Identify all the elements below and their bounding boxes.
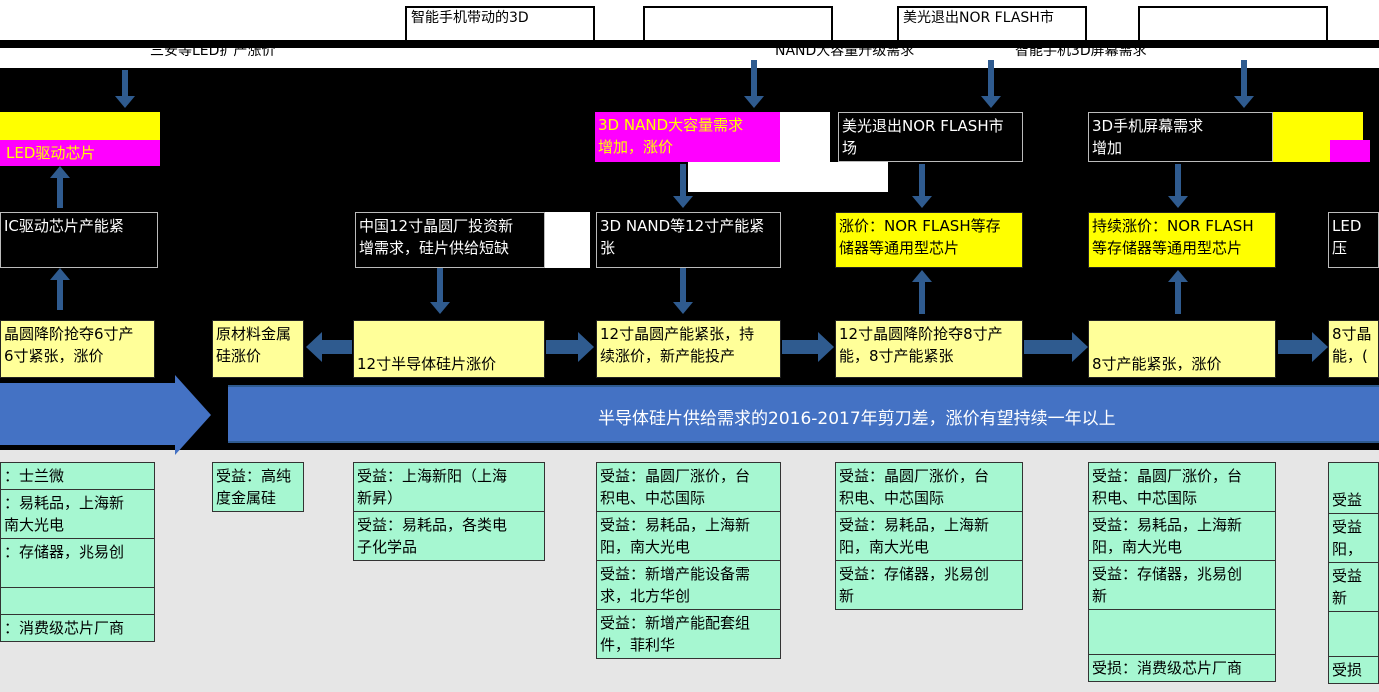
top-line-nand: NAND大容量升级需求 bbox=[775, 43, 915, 59]
top-line-led-expansion: 三安等LED扩产涨价 bbox=[150, 43, 276, 59]
screen-demand-box: 3D手机屏幕需求 增加 bbox=[1088, 112, 1273, 162]
benefit-item: 受益：晶圆厂涨价，台 积电、中芯国际 bbox=[1089, 463, 1275, 512]
12inch-wafer-price-box: 12寸半导体硅片涨价 bbox=[353, 320, 545, 378]
benefits-col-0: ：士兰微 ：易耗品，上海新 南大光电 ：存储器，兆易创 ：消费级芯片厂商 bbox=[0, 462, 155, 642]
benefits-col-2: 受益：上海新阳（上海 新昇） 受益：易耗品，各类电 子化学品 bbox=[353, 462, 545, 561]
big-left-arrow-body bbox=[0, 383, 175, 445]
benefit-item: 受益 bbox=[1329, 463, 1378, 514]
arrow-right-capacity bbox=[782, 332, 834, 362]
benefits-col-1: 受益：高纯 度金属硅 bbox=[212, 462, 304, 512]
benefit-item: 受益：上海新阳（上海 新昇） bbox=[354, 463, 544, 512]
metal-silicon-box: 原材料金属 硅涨价 bbox=[212, 320, 304, 378]
benefit-item: 受损：消费级芯片厂商 bbox=[1092, 659, 1243, 677]
benefits-col-6: 受益 受益 阳， 受益 新 受损 bbox=[1328, 462, 1379, 684]
12inch-capacity-tight-box: 12寸晶圆产能紧张，持 续涨价，新产能投产 bbox=[596, 320, 781, 378]
arrow-up-ic bbox=[50, 268, 70, 310]
arrow-left-metal bbox=[306, 332, 352, 362]
8inch-right-box: 8寸晶 能，( bbox=[1328, 320, 1379, 378]
arrow-down-nand-12 bbox=[673, 268, 693, 314]
connector-bar bbox=[130, 70, 1250, 100]
benefit-item: 受益：易耗品，各类电 子化学品 bbox=[357, 516, 508, 556]
benefit-item: 受益 阳， bbox=[1329, 514, 1378, 563]
benefit-item: 受益：高纯 度金属硅 bbox=[216, 467, 292, 507]
big-left-arrow-head bbox=[175, 375, 211, 455]
white-top-band bbox=[0, 48, 1379, 68]
supply-demand-band bbox=[228, 385, 1379, 443]
benefit-item: 受益 新 bbox=[1329, 563, 1378, 612]
micron-exit-box: 美光退出NOR FLASH市 场 bbox=[838, 112, 1023, 162]
china-white-side bbox=[545, 212, 590, 268]
arrow-down-screen bbox=[1168, 164, 1188, 208]
arrow-top-nor bbox=[981, 60, 1001, 108]
white-gap-block bbox=[688, 162, 888, 192]
benefit-item-blank bbox=[1, 588, 154, 615]
led-driver-chip-label: LED驱动芯片 bbox=[0, 140, 160, 166]
nor-price-rise-box: 涨价：NOR FLASH等存 储器等通用型芯片 bbox=[835, 212, 1023, 268]
benefit-item: 受益：存储器，兆易创 新 bbox=[839, 565, 990, 605]
arrow-top-screen bbox=[1234, 60, 1254, 108]
top-label-smartphone-3d: 智能手机带动的3D bbox=[405, 6, 595, 42]
arrow-down-china bbox=[430, 268, 450, 314]
benefits-col-4: 受益：晶圆厂涨价，台 积电、中芯国际 受益：易耗品，上海新 阳，南大光电 受益：… bbox=[835, 462, 1023, 610]
benefit-item: 受益：易耗品，上海新 阳，南大光电 bbox=[1089, 512, 1275, 561]
led-right-box: LED 压 bbox=[1328, 212, 1379, 268]
nand-white-box bbox=[780, 112, 830, 162]
arrow-right-8inch bbox=[1024, 332, 1088, 362]
supply-demand-band-text: 半导体硅片供给需求的2016-2017年剪刀差，涨价有望持续一年以上 bbox=[598, 409, 1116, 429]
benefit-item: 受益：易耗品，上海新 阳，南大光电 bbox=[597, 512, 780, 561]
benefit-item: 受损 bbox=[1332, 661, 1363, 679]
arrow-right-8inch-2 bbox=[1278, 332, 1328, 362]
nand-12inch-capacity-box: 3D NAND等12寸产能紧 张 bbox=[596, 212, 781, 268]
8inch-price-box: 8寸产能紧张，涨价 bbox=[1088, 320, 1276, 378]
top-label-empty-2 bbox=[1138, 6, 1328, 42]
benefit-item: 受益：新增产能配套组 件，菲利华 bbox=[600, 614, 751, 654]
right-magenta-block bbox=[1330, 140, 1370, 162]
benefits-col-5: 受益：晶圆厂涨价，台 积电、中芯国际 受益：易耗品，上海新 阳，南大光电 受益：… bbox=[1088, 462, 1276, 682]
arrow-up-nor bbox=[912, 270, 932, 314]
arrow-top-led bbox=[115, 70, 135, 108]
arrow-top-nand bbox=[744, 60, 764, 108]
benefit-item: 受益：易耗品，上海新 阳，南大光电 bbox=[836, 512, 1022, 561]
ic-driver-capacity-box: IC驱动芯片产能紧 bbox=[0, 212, 158, 268]
8inch-downgrade-box: 12寸晶圆降阶抢夺8寸产 能，8寸产能紧张 bbox=[835, 320, 1023, 378]
wafer-6inch-box: 晶圆降阶抢夺6寸产 6寸紧张，涨价 bbox=[0, 320, 155, 378]
nand-demand-box: 3D NAND大容量需求 增加，涨价 bbox=[595, 112, 780, 162]
top-label-micron-exit: 美光退出NOR FLASH市 bbox=[897, 6, 1087, 42]
benefit-item: 受益：存储器，兆易创 新 bbox=[1089, 561, 1275, 610]
arrow-up-led bbox=[50, 166, 70, 208]
benefit-item: ：士兰微 bbox=[1, 463, 154, 490]
benefit-item-blank bbox=[1089, 610, 1275, 655]
arrow-down-nand bbox=[673, 164, 693, 208]
arrow-right-12inch bbox=[546, 332, 594, 362]
top-line-3d-screen: 智能手机3D屏幕需求 bbox=[1015, 43, 1147, 59]
china-12inch-demand-box: 中国12寸晶圆厂投资新 增需求，硅片供给短缺 bbox=[355, 212, 545, 268]
benefit-item: ：消费级芯片厂商 bbox=[4, 619, 125, 637]
benefit-item: ：易耗品，上海新 南大光电 bbox=[1, 490, 154, 539]
nor-continued-price-box: 持续涨价：NOR FLASH 等存储器等通用型芯片 bbox=[1088, 212, 1276, 268]
benefit-item: ：存储器，兆易创 bbox=[1, 539, 154, 588]
benefit-item: 受益：晶圆厂涨价，台 积电、中芯国际 bbox=[597, 463, 780, 512]
benefit-item-blank bbox=[1329, 612, 1378, 657]
benefits-col-3: 受益：晶圆厂涨价，台 积电、中芯国际 受益：易耗品，上海新 阳，南大光电 受益：… bbox=[596, 462, 781, 659]
top-label-empty-1 bbox=[643, 6, 833, 42]
arrow-up-nor-cont bbox=[1168, 270, 1188, 314]
benefit-item: 受益：晶圆厂涨价，台 积电、中芯国际 bbox=[836, 463, 1022, 512]
benefit-item: 受益：新增产能设备需 求，北方华创 bbox=[597, 561, 780, 610]
arrow-down-nor bbox=[912, 164, 932, 208]
led-top-left-yellow bbox=[0, 112, 160, 140]
